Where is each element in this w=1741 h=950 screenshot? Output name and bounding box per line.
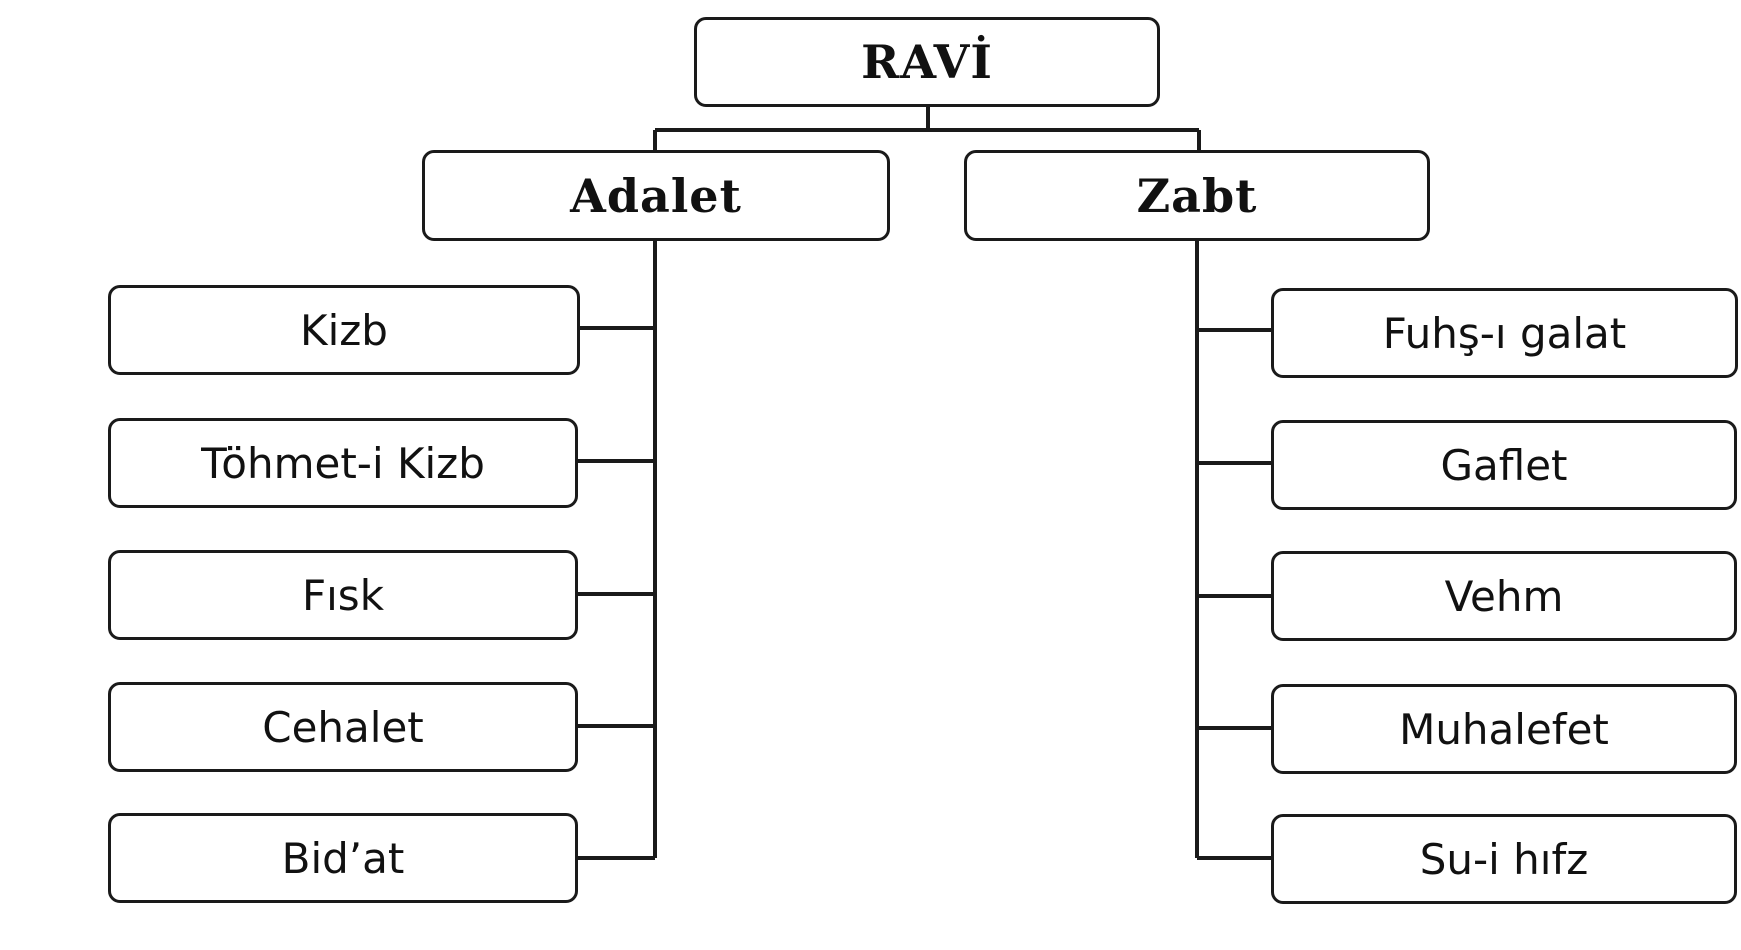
leaf-node-zabt-2: Gaflet (1271, 420, 1737, 510)
leaf-label: Su-i hıfz (1419, 834, 1589, 884)
category-label: Zabt (1136, 168, 1258, 223)
leaf-label: Muhalefet (1399, 704, 1609, 754)
leaf-node-zabt-1: Fuhş-ı galat (1271, 288, 1738, 378)
root-label: RAVİ (861, 35, 993, 89)
leaf-label: Cehalet (262, 702, 424, 752)
leaf-node-adalet-1: Kizb (108, 285, 580, 375)
leaf-label: Bid’at (281, 833, 405, 883)
leaf-node-zabt-3: Vehm (1271, 551, 1737, 641)
leaf-label: Vehm (1444, 571, 1564, 621)
leaf-node-zabt-5: Su-i hıfz (1271, 814, 1737, 904)
leaf-node-adalet-3: Fısk (108, 550, 578, 640)
category-node-zabt: Zabt (964, 150, 1430, 241)
leaf-node-adalet-4: Cehalet (108, 682, 578, 772)
leaf-label: Kizb (300, 305, 388, 355)
category-node-adalet: Adalet (422, 150, 890, 241)
leaf-node-adalet-5: Bid’at (108, 813, 578, 903)
leaf-node-zabt-4: Muhalefet (1271, 684, 1737, 774)
leaf-node-adalet-2: Töhmet-i Kizb (108, 418, 578, 508)
leaf-label: Töhmet-i Kizb (201, 438, 485, 488)
leaf-label: Fuhş-ı galat (1382, 308, 1627, 358)
leaf-label: Fısk (301, 570, 385, 620)
category-label: Adalet (570, 168, 742, 223)
root-node: RAVİ (694, 17, 1160, 107)
leaf-label: Gaflet (1440, 440, 1568, 490)
